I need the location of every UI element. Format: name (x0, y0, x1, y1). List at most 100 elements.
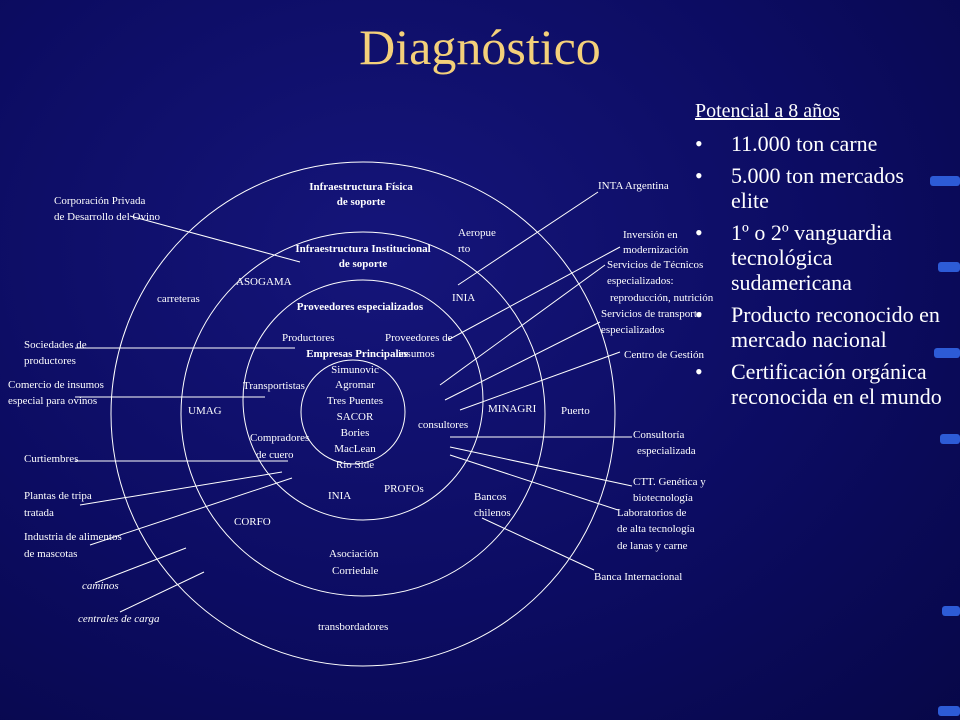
connector-plantas (79, 471, 283, 506)
diagram-rings (110, 161, 616, 667)
right-labels: INTA Argentina Inversión en modernizació… (594, 180, 714, 583)
core-company: Simunovic (331, 364, 379, 376)
bullet-icon: • (695, 131, 703, 156)
label-bancos-2: chilenos (474, 507, 511, 519)
core-title: Empresas Principales (306, 348, 408, 360)
label-sociedades-2: productores (24, 355, 76, 367)
connector-laboratorios (449, 454, 619, 511)
label-comercio-2: especial para ovinos (8, 395, 97, 407)
label-bancos-1: Bancos (474, 491, 506, 503)
connector-servicios-tecnicos (439, 264, 606, 386)
label-aeropuerto-2: rto (458, 243, 471, 255)
list-item: • 5.000 ton mercados elite (695, 163, 945, 213)
list-item-text: Producto reconocido en mercado nacional (731, 302, 940, 352)
core-companies: Simunovic Agromar Tres Puentes SACOR Bor… (327, 364, 383, 471)
third-ring-title: Proveedores especializados (297, 301, 424, 313)
list-item: • Producto reconocido en mercado nacional (695, 302, 945, 352)
outer-ring-title-1: Infraestructura Física (309, 181, 413, 193)
label-corporacion-2: de Desarrollo del Ovino (54, 211, 160, 223)
connector-centrales (119, 571, 205, 613)
connector-corporacion (129, 215, 301, 263)
label-puerto: Puerto (561, 405, 590, 417)
label-inia-top: INIA (452, 292, 475, 304)
core-company: Tres Puentes (327, 395, 383, 407)
label-corporacion-1: Corporación Privada (54, 195, 145, 207)
list-item-text: Certificación orgánica reconocida en el … (731, 359, 942, 409)
decorative-bar (930, 176, 960, 186)
label-plantas-2: tratada (24, 507, 54, 519)
second-ring-title-1: Infraestructura Institucional (295, 243, 430, 255)
connector-servicios-transporte (444, 321, 601, 401)
outer-ring-title-2: de soporte (337, 196, 386, 208)
ring-titles: Infraestructura Física de soporte Infrae… (295, 181, 430, 360)
ring-labels: Aeropue rto INIA ASOGAMA carreteras Prod… (157, 227, 590, 633)
label-transbordadores: transbordadores (318, 621, 388, 633)
connector-banca (481, 517, 595, 571)
label-industria-1: Industria de alimentos (24, 531, 122, 543)
label-servicios-tecnicos-2: especializados: (607, 275, 674, 287)
label-minagri: MINAGRI (488, 403, 537, 415)
decorative-bar (940, 434, 960, 444)
label-centro: Centro de Gestión (624, 349, 705, 361)
connector-centro (459, 351, 621, 411)
core-company: MacLean (334, 443, 376, 455)
label-compradores-2: de cuero (256, 449, 294, 461)
potential-panel: Potencial a 8 años • 11.000 ton carne • 5.… (695, 100, 945, 416)
label-banca: Banca Internacional (594, 571, 682, 583)
list-item: • 11.000 ton carne (695, 131, 945, 156)
potential-list: • 11.000 ton carne • 5.000 ton mercados el… (695, 131, 945, 409)
label-consultoria-1: Consultoría (633, 429, 684, 441)
core-company: SACOR (337, 411, 374, 423)
label-asogama: ASOGAMA (236, 276, 292, 288)
label-laboratorios-3: de lanas y carne (617, 540, 688, 552)
slide-title: Diagnóstico (359, 19, 601, 75)
label-aeropuerto-1: Aeropue (458, 227, 496, 239)
label-profos: PROFOs (384, 483, 424, 495)
list-item: •Certificación orgánica reconocida en el… (695, 359, 945, 409)
list-item-text: 5.000 ton mercados elite (731, 163, 904, 213)
potential-heading: Potencial a 8 años (695, 100, 840, 122)
label-ctt-1: CTT. Genética y (633, 476, 706, 488)
label-centrales: centrales de carga (78, 613, 160, 625)
label-plantas-1: Plantas de tripa (24, 490, 92, 502)
label-umag: UMAG (188, 405, 222, 417)
label-curtiembres: Curtiembres (24, 453, 78, 465)
list-item-text: 11.000 ton carne (731, 131, 878, 156)
label-inversion-2: modernización (623, 244, 689, 256)
connector-inta (457, 191, 599, 286)
label-asociacion-1: Asociación (329, 548, 379, 560)
connector-ctt (449, 446, 633, 487)
decorative-bar (942, 606, 960, 616)
label-industria-2: de mascotas (24, 548, 77, 560)
label-sociedades-1: Sociedades de (24, 339, 87, 351)
label-servicios-tecnicos-3: reproducción, nutrición (610, 292, 714, 304)
connector-industria (89, 477, 293, 546)
core-company: Rio Side (336, 459, 374, 471)
label-servicios-transporte-2: especializados (601, 324, 665, 336)
ring-infraestructura-institucional (180, 231, 546, 597)
bullet-icon: • (695, 302, 703, 327)
bullet-icon: • (695, 163, 703, 188)
label-asociacion-2: Corriedale (332, 565, 379, 577)
list-item-text: 1º o 2º vanguardia tecnológica sudameric… (731, 220, 892, 295)
left-labels: Corporación Privada de Desarrollo del Ov… (8, 195, 160, 625)
label-corfo: CORFO (234, 516, 271, 528)
label-proveedores-1: Proveedores de (385, 332, 453, 344)
connector-inversion (447, 246, 621, 341)
label-consultoria-2: especializada (637, 445, 696, 457)
label-inia-bottom: INIA (328, 490, 351, 502)
label-laboratorios-1: Laboratorios de (617, 507, 686, 519)
label-carreteras: carreteras (157, 293, 200, 305)
decorative-bar (938, 706, 960, 716)
core-company: Bories (341, 427, 370, 439)
label-servicios-tecnicos-1: Servicios de Técnicos (607, 259, 703, 271)
list-item: •1º o 2º vanguardia tecnológica sudameri… (695, 220, 945, 295)
label-laboratorios-2: de alta tecnología (617, 523, 695, 535)
label-caminos: caminos (82, 580, 119, 592)
label-transportistas: Transportistas (243, 380, 305, 392)
label-inta: INTA Argentina (598, 180, 669, 192)
connector-lines (75, 191, 633, 613)
label-servicios-transporte-1: Servicios de transporte (601, 308, 702, 320)
ring-infraestructura-fisica (110, 161, 616, 667)
